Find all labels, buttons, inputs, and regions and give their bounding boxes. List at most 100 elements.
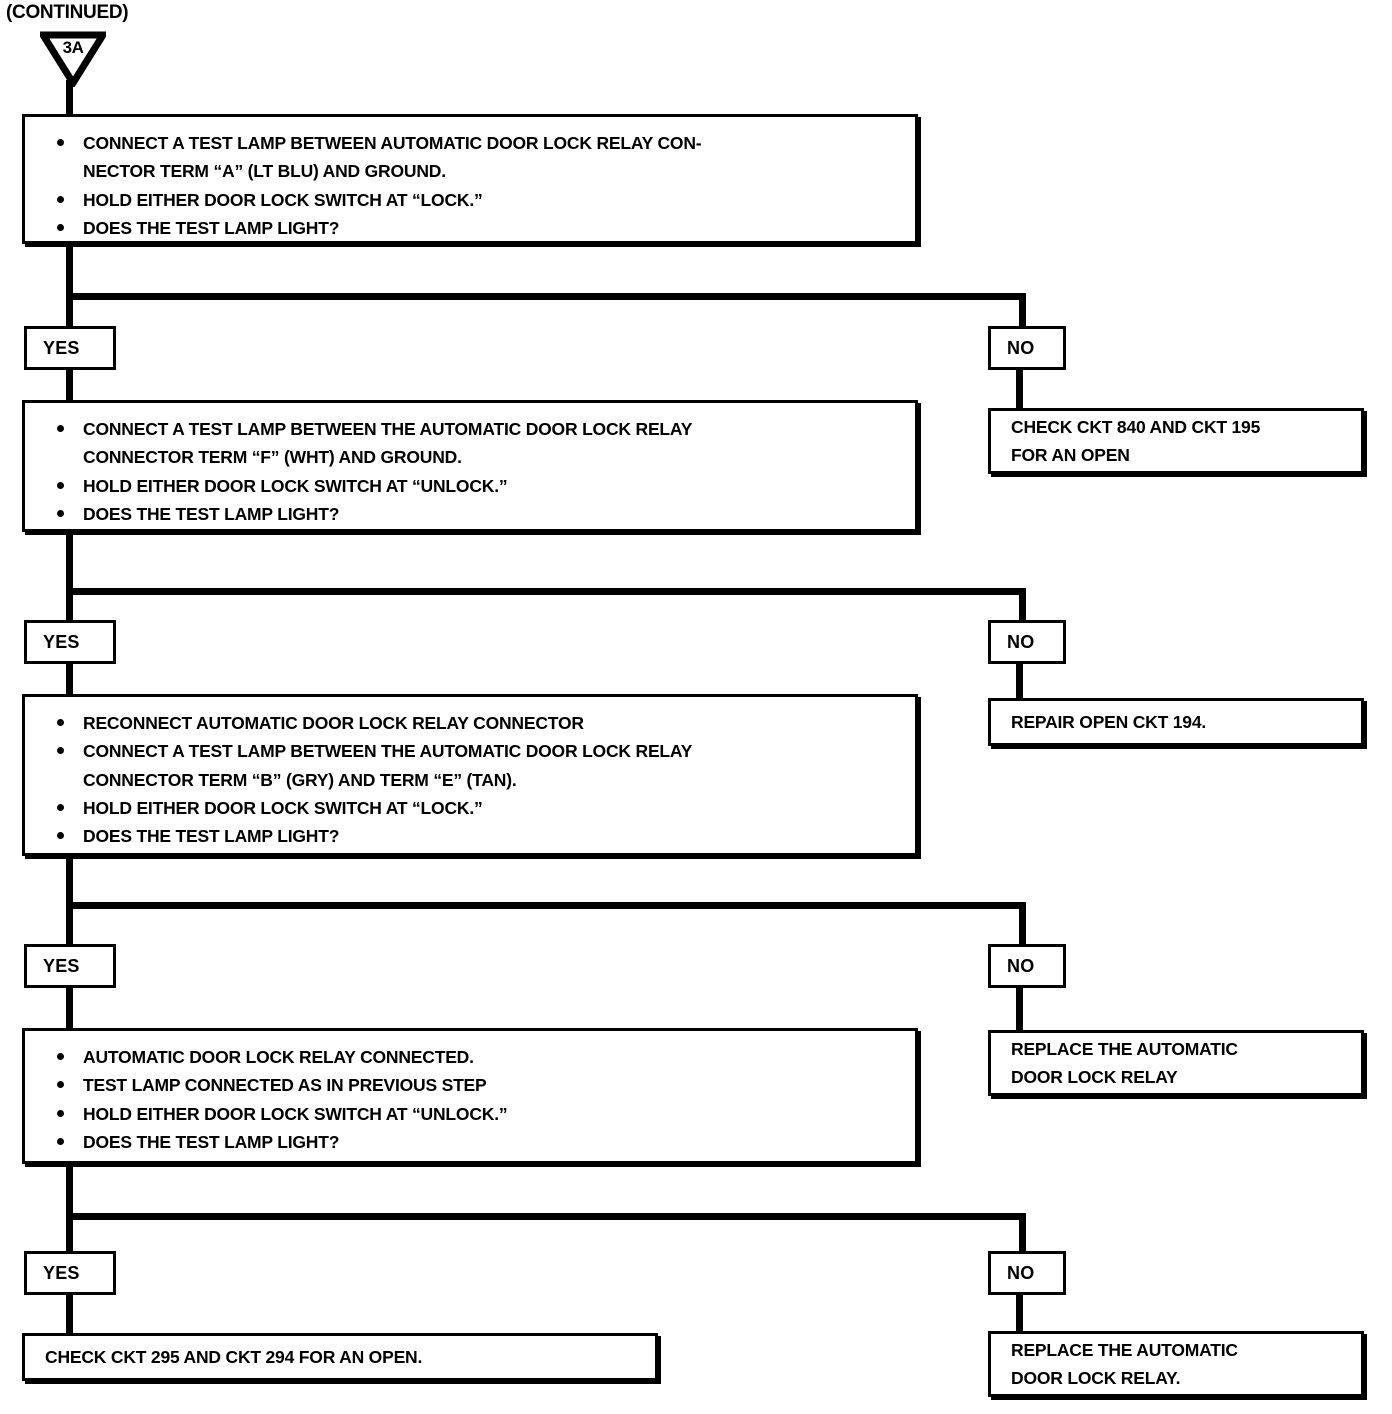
- list-item: CONNECT A TEST LAMP BETWEEN AUTOMATIC DO…: [39, 129, 905, 186]
- list-item: HOLD EITHER DOOR LOCK SWITCH AT “LOCK.”: [39, 186, 905, 214]
- branch-3-yes-label: YES: [43, 955, 80, 976]
- result-4-text: REPLACE THE AUTOMATIC DOOR LOCK RELAY.: [1011, 1340, 1238, 1388]
- branch-2-no-drop: [1019, 588, 1026, 622]
- branch-1-no-stem: [1016, 368, 1023, 412]
- branch-1-horizontal: [66, 293, 1026, 300]
- branch-3-no-stem: [1016, 986, 1023, 1032]
- branch-1-no-label: NO: [1007, 337, 1035, 358]
- result-3-text: REPLACE THE AUTOMATIC DOOR LOCK RELAY: [1011, 1039, 1238, 1087]
- bullet-icon: [57, 719, 64, 726]
- list-item: HOLD EITHER DOOR LOCK SWITCH AT “UNLOCK.…: [39, 472, 905, 500]
- list-item: HOLD EITHER DOOR LOCK SWITCH AT “UNLOCK.…: [39, 1100, 905, 1128]
- branch-1-yes-label: YES: [43, 337, 80, 358]
- bullet-text: AUTOMATIC DOOR LOCK RELAY CONNECTED.: [83, 1047, 474, 1067]
- bullet-icon: [57, 481, 64, 489]
- result-box-4: REPLACE THE AUTOMATIC DOOR LOCK RELAY.: [988, 1331, 1364, 1397]
- bullet-text: DOES THE TEST LAMP LIGHT?: [83, 504, 340, 525]
- branch-4-yes-box[interactable]: YES: [24, 1251, 116, 1295]
- bullet-icon: [57, 425, 64, 432]
- bullet-text: DOES THE TEST LAMP LIGHT?: [83, 218, 340, 239]
- list-item: CONNECT A TEST LAMP BETWEEN THE AUTOMATI…: [39, 737, 905, 794]
- step-4-bullets: AUTOMATIC DOOR LOCK RELAY CONNECTED. TES…: [39, 1043, 905, 1156]
- page-connector-3a: 3A: [36, 31, 110, 90]
- result-box-2: REPAIR OPEN CKT 194.: [988, 698, 1364, 746]
- bullet-text: TEST LAMP CONNECTED AS IN PREVIOUS STEP: [83, 1075, 487, 1096]
- bullet-icon: [57, 1109, 64, 1117]
- branch-1-yes-stem: [66, 368, 73, 402]
- list-item: DOES THE TEST LAMP LIGHT?: [39, 822, 905, 850]
- branch-3-horizontal: [66, 902, 1026, 909]
- result-box-1: CHECK CKT 840 AND CKT 195 FOR AN OPEN: [988, 408, 1364, 474]
- list-item: DOES THE TEST LAMP LIGHT?: [39, 214, 905, 242]
- result-2-text: REPAIR OPEN CKT 194.: [1011, 711, 1207, 732]
- branch-1-trunk: [66, 244, 73, 330]
- bullet-text: RECONNECT AUTOMATIC DOOR LOCK RELAY CONN…: [83, 713, 584, 733]
- bullet-text: DOES THE TEST LAMP LIGHT?: [83, 1132, 340, 1153]
- branch-4-yes-label: YES: [43, 1262, 80, 1283]
- bullet-icon: [57, 139, 64, 146]
- bullet-icon: [57, 747, 64, 755]
- bullet-icon: [57, 804, 64, 812]
- step-3-bullets: RECONNECT AUTOMATIC DOOR LOCK RELAY CONN…: [39, 709, 905, 851]
- bullet-icon: [57, 1138, 64, 1146]
- branch-4-horizontal: [66, 1213, 1026, 1220]
- branch-2-yes-stem: [66, 662, 73, 698]
- bullet-text: HOLD EITHER DOOR LOCK SWITCH AT “UNLOCK.…: [83, 475, 508, 496]
- branch-2-no-label: NO: [1007, 631, 1035, 652]
- bullet-text: CONNECT A TEST LAMP BETWEEN AUTOMATIC DO…: [83, 133, 702, 182]
- bullet-icon: [57, 832, 64, 840]
- result-final-left-text: CHECK CKT 295 AND CKT 294 FOR AN OPEN.: [45, 1346, 423, 1367]
- connector-stem: [66, 80, 73, 116]
- bullet-text: DOES THE TEST LAMP LIGHT?: [83, 826, 340, 847]
- branch-3-yes-box[interactable]: YES: [24, 944, 116, 988]
- branch-1-no-box[interactable]: NO: [988, 326, 1066, 370]
- step-box-4: AUTOMATIC DOOR LOCK RELAY CONNECTED. TES…: [22, 1028, 918, 1164]
- branch-3-no-label: NO: [1007, 955, 1035, 976]
- branch-4-no-stem: [1016, 1293, 1023, 1333]
- bullet-text: CONNECT A TEST LAMP BETWEEN THE AUTOMATI…: [83, 419, 693, 468]
- step-2-bullets: CONNECT A TEST LAMP BETWEEN THE AUTOMATI…: [39, 415, 905, 528]
- branch-4-no-label: NO: [1007, 1262, 1035, 1283]
- bullet-icon: [57, 1081, 64, 1089]
- branch-2-no-box[interactable]: NO: [988, 620, 1066, 664]
- branch-4-no-box[interactable]: NO: [988, 1251, 1066, 1295]
- bullet-text: HOLD EITHER DOOR LOCK SWITCH AT “LOCK.”: [83, 798, 483, 819]
- branch-1-no-drop: [1019, 293, 1026, 330]
- branch-2-no-stem: [1016, 662, 1023, 700]
- continued-label: (CONTINUED): [6, 2, 129, 23]
- list-item: DOES THE TEST LAMP LIGHT?: [39, 500, 905, 528]
- branch-4-no-drop: [1019, 1213, 1026, 1251]
- result-box-final-left: CHECK CKT 295 AND CKT 294 FOR AN OPEN.: [22, 1333, 658, 1381]
- bullet-icon: [57, 224, 64, 232]
- bullet-text: HOLD EITHER DOOR LOCK SWITCH AT “LOCK.”: [83, 189, 483, 210]
- step-1-bullets: CONNECT A TEST LAMP BETWEEN AUTOMATIC DO…: [39, 129, 905, 242]
- bullet-text: CONNECT A TEST LAMP BETWEEN THE AUTOMATI…: [83, 741, 693, 790]
- bullet-text: HOLD EITHER DOOR LOCK SWITCH AT “UNLOCK.…: [83, 1103, 508, 1124]
- list-item: RECONNECT AUTOMATIC DOOR LOCK RELAY CONN…: [39, 709, 905, 737]
- branch-3-no-box[interactable]: NO: [988, 944, 1066, 988]
- list-item: DOES THE TEST LAMP LIGHT?: [39, 1128, 905, 1156]
- list-item: HOLD EITHER DOOR LOCK SWITCH AT “LOCK.”: [39, 794, 905, 822]
- branch-4-trunk: [66, 1164, 73, 1256]
- list-item: CONNECT A TEST LAMP BETWEEN THE AUTOMATI…: [39, 415, 905, 472]
- list-item: TEST LAMP CONNECTED AS IN PREVIOUS STEP: [39, 1071, 905, 1099]
- step-box-3: RECONNECT AUTOMATIC DOOR LOCK RELAY CONN…: [22, 694, 918, 856]
- step-box-1: CONNECT A TEST LAMP BETWEEN AUTOMATIC DO…: [22, 114, 918, 244]
- result-box-3: REPLACE THE AUTOMATIC DOOR LOCK RELAY: [988, 1030, 1364, 1096]
- step-box-2: CONNECT A TEST LAMP BETWEEN THE AUTOMATI…: [22, 400, 918, 532]
- bullet-icon: [57, 195, 64, 203]
- branch-3-no-drop: [1019, 902, 1026, 944]
- branch-2-yes-box[interactable]: YES: [24, 620, 116, 664]
- result-1-text: CHECK CKT 840 AND CKT 195 FOR AN OPEN: [1011, 417, 1261, 465]
- branch-1-yes-box[interactable]: YES: [24, 326, 116, 370]
- branch-4-yes-stem: [66, 1293, 73, 1335]
- list-item: AUTOMATIC DOOR LOCK RELAY CONNECTED.: [39, 1043, 905, 1071]
- branch-2-trunk: [66, 532, 73, 624]
- connector-label: 3A: [62, 38, 84, 57]
- branch-2-horizontal: [66, 588, 1026, 595]
- branch-3-yes-stem: [66, 986, 73, 1028]
- branch-2-yes-label: YES: [43, 631, 80, 652]
- bullet-icon: [57, 510, 64, 518]
- bullet-icon: [57, 1053, 64, 1060]
